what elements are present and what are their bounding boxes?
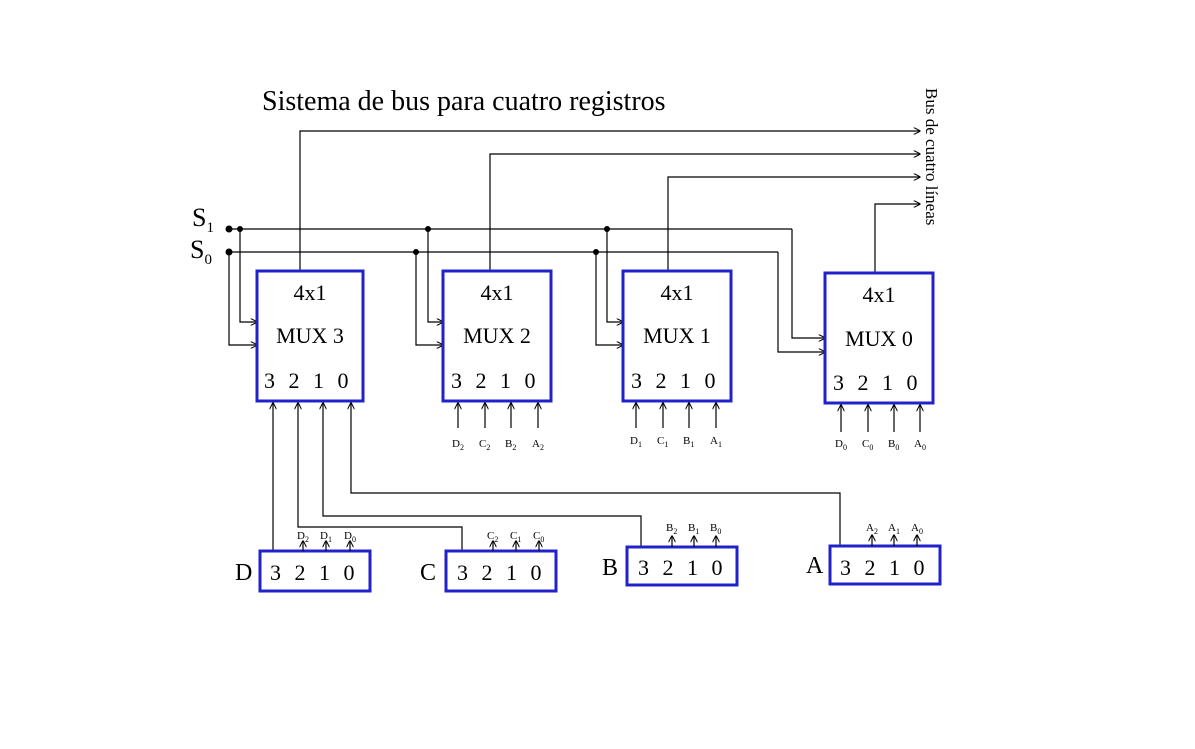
svg-text:C1: C1 <box>657 435 668 449</box>
register-d: 3 2 1 0 D D2 D1 D0 <box>235 530 372 593</box>
mux-1: 4x1 MUX 1 3 2 1 0 <box>621 269 733 403</box>
mux-input-arrows <box>458 403 920 432</box>
svg-text:B2: B2 <box>666 522 677 536</box>
register-c-name: C <box>420 560 436 586</box>
register-a-name: A <box>806 553 824 579</box>
mux-2: 4x1 MUX 2 3 2 1 0 <box>441 269 553 403</box>
mux-1-input-labels: D1 C1 B1 A1 <box>630 435 722 449</box>
svg-text:B1: B1 <box>683 435 694 449</box>
svg-text:B2: B2 <box>505 438 516 452</box>
mux-3-type: 4x1 <box>294 280 327 305</box>
svg-text:A1: A1 <box>710 435 722 449</box>
svg-text:B0: B0 <box>888 438 899 452</box>
select-label-s1: S1 <box>192 203 214 236</box>
register-b: 3 2 1 0 B B2 B1 B0 <box>602 522 739 587</box>
svg-text:C1: C1 <box>510 530 521 544</box>
mux-2-name: MUX 2 <box>463 323 531 348</box>
mux-0-input-labels: D0 C0 B0 A0 <box>835 438 926 452</box>
svg-text:A0: A0 <box>911 522 923 536</box>
diagram-title: Sistema de bus para cuatro registros <box>262 86 666 117</box>
svg-text:B0: B0 <box>710 522 721 536</box>
register-d-name: D <box>235 560 252 586</box>
svg-text:C2: C2 <box>479 438 490 452</box>
register-c-bits: 3 2 1 0 <box>457 560 546 585</box>
mux-1-type: 4x1 <box>661 280 694 305</box>
mux-0-type: 4x1 <box>863 282 896 307</box>
svg-text:D1: D1 <box>320 530 332 544</box>
svg-text:A1: A1 <box>888 522 900 536</box>
mux-3: 4x1 MUX 3 3 2 1 0 <box>255 269 365 403</box>
svg-text:D0: D0 <box>344 530 356 544</box>
select-label-s0: S0 <box>190 235 212 268</box>
bus-lines <box>299 131 920 273</box>
mux-2-type: 4x1 <box>481 280 514 305</box>
svg-text:C2: C2 <box>487 530 498 544</box>
register-b-name: B <box>602 555 618 581</box>
svg-text:D0: D0 <box>835 438 847 452</box>
svg-text:C0: C0 <box>862 438 873 452</box>
svg-text:C0: C0 <box>533 530 544 544</box>
svg-text:D1: D1 <box>630 435 642 449</box>
mux-0: 4x1 MUX 0 3 2 1 0 <box>823 271 935 405</box>
svg-text:B1: B1 <box>688 522 699 536</box>
register-c: 3 2 1 0 C C2 C1 C0 <box>420 530 558 593</box>
register-d-bits: 3 2 1 0 <box>270 560 359 585</box>
register-a-bits: 3 2 1 0 <box>840 555 929 580</box>
select-wires <box>225 225 826 353</box>
svg-text:A2: A2 <box>532 438 544 452</box>
register-b-bits: 3 2 1 0 <box>638 555 727 580</box>
mux-3-name: MUX 3 <box>276 323 344 348</box>
mux-1-bits: 3 2 1 0 <box>631 368 720 393</box>
mux-2-bits: 3 2 1 0 <box>451 368 540 393</box>
mux-3-bits: 3 2 1 0 <box>264 368 353 393</box>
mux-2-input-labels: D2 C2 B2 A2 <box>452 438 544 452</box>
svg-text:A0: A0 <box>914 438 926 452</box>
svg-text:D2: D2 <box>452 438 464 452</box>
svg-text:D2: D2 <box>297 530 309 544</box>
register-to-mux3-wires <box>273 403 841 550</box>
mux-0-name: MUX 0 <box>845 326 913 351</box>
mux-1-name: MUX 1 <box>643 323 711 348</box>
register-a: 3 2 1 0 A A2 A1 A0 <box>806 522 942 586</box>
svg-text:A2: A2 <box>866 522 878 536</box>
bus-label: Bus de cuatro líneas <box>922 88 941 225</box>
mux-0-bits: 3 2 1 0 <box>833 370 922 395</box>
